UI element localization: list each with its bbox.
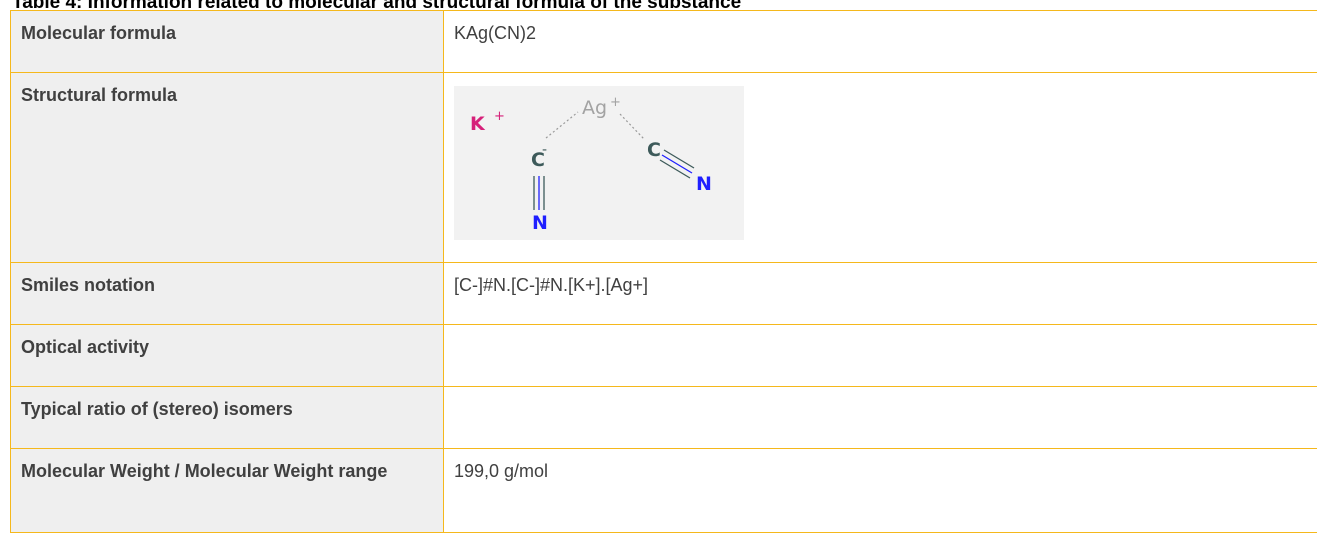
atom-n1: N xyxy=(532,212,548,234)
row-value-isomer-ratio xyxy=(444,387,1317,449)
atom-n2: N xyxy=(696,173,712,195)
row-value-molecular-formula: KAg(CN)2 xyxy=(444,11,1317,73)
row-label-molecular-weight: Molecular Weight / Molecular Weight rang… xyxy=(11,449,444,533)
atom-ag: Ag xyxy=(582,97,607,119)
row-value-structural-formula: K + Ag + C - C N N xyxy=(444,73,1317,263)
row-value-optical-activity xyxy=(444,325,1317,387)
row-value-smiles-notation: [C-]#N.[C-]#N.[K+].[Ag+] xyxy=(444,263,1317,325)
atom-c1-charge: - xyxy=(542,142,547,158)
substance-info-table: Molecular formula KAg(CN)2 Structural fo… xyxy=(10,10,1317,533)
table-row: Structural formula K + Ag + C xyxy=(11,73,1317,263)
row-label-structural-formula: Structural formula xyxy=(11,73,444,263)
row-label-smiles-notation: Smiles notation xyxy=(11,263,444,325)
atom-ag-charge: + xyxy=(610,95,621,110)
table-row: Molecular Weight / Molecular Weight rang… xyxy=(11,449,1317,533)
atom-k: K xyxy=(470,113,486,135)
row-value-molecular-weight: 199,0 g/mol xyxy=(444,449,1317,533)
table-row: Smiles notation [C-]#N.[C-]#N.[K+].[Ag+] xyxy=(11,263,1317,325)
row-label-isomer-ratio: Typical ratio of (stereo) isomers xyxy=(11,387,444,449)
row-label-optical-activity: Optical activity xyxy=(11,325,444,387)
atom-c2: C xyxy=(647,139,661,161)
table-row: Molecular formula KAg(CN)2 xyxy=(11,11,1317,73)
atom-k-charge: + xyxy=(494,109,505,124)
row-label-molecular-formula: Molecular formula xyxy=(11,11,444,73)
bond-ag-c2 xyxy=(620,114,644,139)
structural-formula-image: K + Ag + C - C N N xyxy=(454,86,744,240)
table-row: Optical activity xyxy=(11,325,1317,387)
table-row: Typical ratio of (stereo) isomers xyxy=(11,387,1317,449)
bond-c1-ag xyxy=(546,112,578,138)
